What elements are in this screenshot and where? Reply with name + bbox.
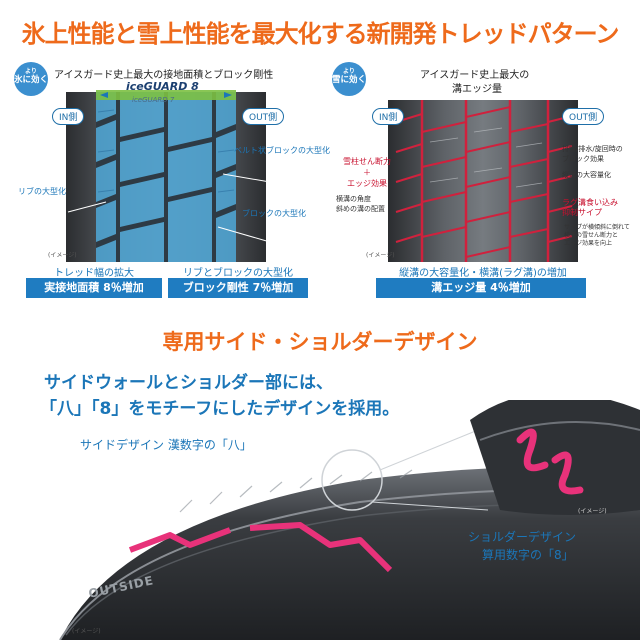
section-title: 専用サイド・ショルダーデザイン <box>162 330 478 354</box>
right-panel-title-1: アイスガード史上最大の <box>420 70 530 81</box>
left-image-note: (イメージ) <box>48 252 77 259</box>
out-side-tag: OUT側 <box>562 108 605 125</box>
sidewall-illustration <box>59 400 640 640</box>
left-caption-2: リブとブロックの大型化 <box>183 268 293 279</box>
out-side-tag: OUT側 <box>242 108 285 125</box>
callout-sipe-note: サイプが横傾斜に倒れて 横溝の雪せん断力と エッジ効果を向上 <box>564 224 630 247</box>
left-panel-title: アイスガード史上最大の接地面積とブロック剛性 <box>54 70 274 81</box>
section-line-1: サイドウォールとショルダー部には、 <box>44 373 333 393</box>
left-tread-illustration <box>66 90 271 262</box>
image-note-left: (イメージ) <box>72 628 101 635</box>
image-note-right: (イメージ) <box>578 508 607 515</box>
headline: 氷上性能と雪上性能を最大化する新開発トレッドパターン <box>21 20 620 48</box>
in-side-tag: IN側 <box>52 108 85 125</box>
callout-snow-shear: 雪柱せん断力 ＋ エッジ効果 <box>343 157 391 188</box>
right-tread-illustration <box>388 100 578 262</box>
shoulder-label-2: 算用数字の「8」 <box>482 548 574 562</box>
callout-block: ブロックの大型化 <box>242 209 306 218</box>
side-design-label: サイドデザイン 漢数字の「八」 <box>80 438 252 452</box>
callout-sipe: ラグ溝食い込み 抑制サイプ <box>562 198 618 217</box>
right-panel-title-2: 溝エッジ量 <box>452 84 502 95</box>
in-side-tag: IN側 <box>372 108 405 125</box>
ice-badge: より 氷に効く <box>14 62 48 96</box>
left-panel: より 氷に効く アイスガード史上最大の接地面積とブロック剛性 iceGUARD … <box>8 52 330 298</box>
left-box-1: 実接地面積 8％増加 <box>26 278 162 298</box>
right-image-note: (イメージ) <box>366 252 395 259</box>
left-box-2: ブロック剛性 7％増加 <box>168 278 308 298</box>
shoulder-label-1: ショルダーデザイン <box>468 530 577 544</box>
snow-badge: より 雪に効く <box>332 62 366 96</box>
right-panel: より 雪に効く アイスガード史上最大の 溝エッジ量 IN側 OUT側 雪柱せん断… <box>326 52 634 298</box>
badge-text: 雪に効く <box>332 75 367 85</box>
section-line-2: 「八」「8」をモチーフにしたデザインを採用。 <box>40 399 400 419</box>
callout-rib: リブの大型化 <box>18 187 66 196</box>
badge-prefix: より <box>343 68 355 75</box>
right-caption: 縦溝の大容量化・横溝(ラグ溝)の増加 <box>399 268 567 279</box>
callout-lateral-groove: 横溝の角度 斜めの溝の配置 <box>336 195 385 213</box>
right-box: 溝エッジ量 4％増加 <box>376 278 586 298</box>
badge-prefix: より <box>25 68 37 75</box>
brand-mark-sub: iceGUARD 7 <box>132 96 175 104</box>
callout-drainage: 排雪/排水/旋回時の ブロック効果 <box>562 145 623 163</box>
callout-vertical-groove: 縦溝の大容量化 <box>562 171 611 179</box>
callout-belt-block: ベルト状ブロックの大型化 <box>234 146 330 155</box>
badge-text: 氷に効く <box>14 75 49 85</box>
brand-mark: iceGUARD 8 <box>126 80 199 93</box>
left-caption-1: トレッド幅の拡大 <box>54 268 134 279</box>
